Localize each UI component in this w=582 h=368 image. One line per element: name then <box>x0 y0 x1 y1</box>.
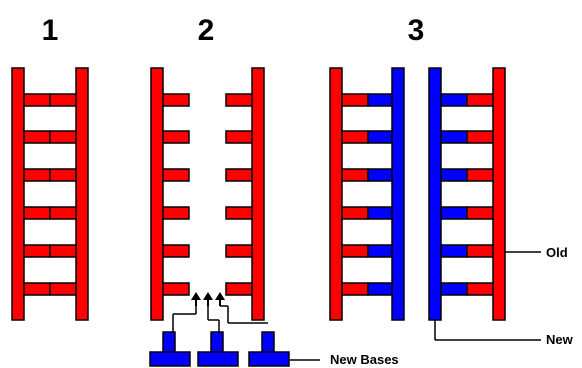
ladder1-base-left-3 <box>23 168 51 182</box>
ladder2-half-base-right-1 <box>225 93 253 107</box>
label-old: Old <box>546 245 568 260</box>
ladder2-left-backbone <box>150 67 164 321</box>
ladder1-base-right-5 <box>49 244 77 258</box>
new-base-stem-2 <box>210 331 224 353</box>
ladder3b-base-old-5 <box>466 244 494 258</box>
ladder1-base-right-6 <box>49 282 77 296</box>
ladder2-half-base-right-4 <box>225 206 253 220</box>
ladder3b-base-old-2 <box>466 130 494 144</box>
ladder1-base-right-3 <box>49 168 77 182</box>
ladder1-base-left-4 <box>23 206 51 220</box>
ladder2-half-base-left-2 <box>162 130 190 144</box>
ladder3a-base-new-6 <box>367 282 393 296</box>
ladder2-right-backbone <box>251 67 265 321</box>
ladder3b-base-old-6 <box>466 282 494 296</box>
ladder1-left-backbone <box>11 67 25 321</box>
ladder3b-base-old-3 <box>466 168 494 182</box>
new-base-bar-1 <box>149 351 191 367</box>
step-number-2: 2 <box>197 14 215 47</box>
ladder3a-base-old-2 <box>341 130 369 144</box>
ladder3b-base-new-2 <box>440 130 468 144</box>
ladder3b-base-new-6 <box>440 282 468 296</box>
ladder3b-old-backbone <box>492 67 506 321</box>
ladder2-half-base-right-6 <box>225 282 253 296</box>
ladder2-half-base-left-5 <box>162 244 190 258</box>
new-base-stem-3 <box>261 331 275 353</box>
ladder3b-base-new-1 <box>440 93 468 107</box>
ladder1-base-left-6 <box>23 282 51 296</box>
step-number-3: 3 <box>407 14 425 47</box>
new-base-stem-1 <box>162 331 176 353</box>
ladder1-base-right-1 <box>49 93 77 107</box>
arrow-head-2 <box>203 292 213 300</box>
ladder2-half-base-left-4 <box>162 206 190 220</box>
ladder3a-base-old-6 <box>341 282 369 296</box>
ladder2-half-base-right-5 <box>225 244 253 258</box>
ladder1-right-backbone <box>75 67 89 321</box>
new-base-bar-3 <box>248 351 290 367</box>
ladder3a-base-old-3 <box>341 168 369 182</box>
step-number-1: 1 <box>41 14 59 47</box>
ladder3a-base-new-3 <box>367 168 393 182</box>
ladder2-half-base-left-6 <box>162 282 190 296</box>
arrow-head-3 <box>215 292 225 300</box>
ladder3a-base-new-5 <box>367 244 393 258</box>
ladder3b-base-old-1 <box>466 93 494 107</box>
ladder3b-base-old-4 <box>466 206 494 220</box>
label-new: New <box>546 332 573 347</box>
ladder3a-base-new-2 <box>367 130 393 144</box>
ladder2-half-base-left-1 <box>162 93 190 107</box>
ladder3b-base-new-4 <box>440 206 468 220</box>
ladder2-half-base-right-3 <box>225 168 253 182</box>
new-base-bar-2 <box>197 351 239 367</box>
ladder3b-base-new-5 <box>440 244 468 258</box>
ladder3a-base-new-1 <box>367 93 393 107</box>
ladder3a-base-old-4 <box>341 206 369 220</box>
ladder1-base-left-5 <box>23 244 51 258</box>
label-new-bases: New Bases <box>330 352 399 367</box>
ladder3a-base-new-4 <box>367 206 393 220</box>
ladder3b-new-backbone <box>428 67 442 321</box>
ladder1-base-left-2 <box>23 130 51 144</box>
ladder2-half-base-right-2 <box>225 130 253 144</box>
ladder3a-old-backbone <box>329 67 343 321</box>
ladder3b-base-new-3 <box>440 168 468 182</box>
ladder1-base-right-2 <box>49 130 77 144</box>
ladder1-base-right-4 <box>49 206 77 220</box>
ladder2-half-base-left-3 <box>162 168 190 182</box>
arrow-head-1 <box>191 292 201 300</box>
ladder3a-base-old-5 <box>341 244 369 258</box>
ladder1-base-left-1 <box>23 93 51 107</box>
ladder3a-base-old-1 <box>341 93 369 107</box>
ladder3a-new-backbone <box>391 67 405 321</box>
